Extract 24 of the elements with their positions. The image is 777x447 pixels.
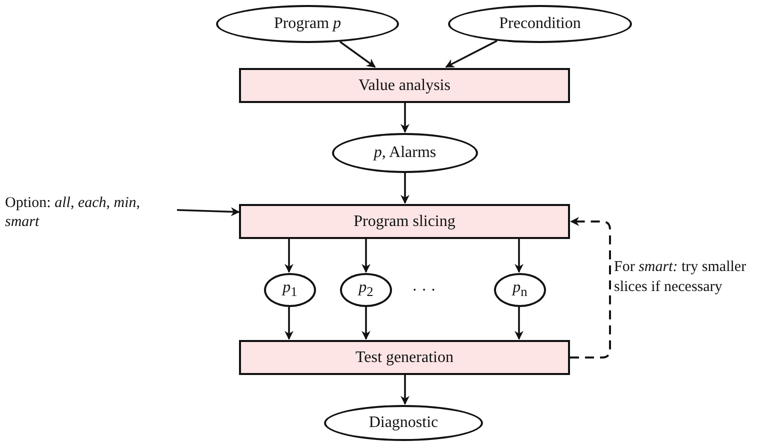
arrow xyxy=(362,307,370,340)
process-box: Value analysis xyxy=(239,68,570,103)
process-box: Program slicing xyxy=(239,204,570,239)
arrow xyxy=(284,306,294,340)
ellipse-node: p$_{n}$ xyxy=(494,273,546,307)
arrow xyxy=(514,306,524,340)
arrow xyxy=(362,239,370,273)
ellipse-node: Precondition xyxy=(448,5,632,43)
ellipse-node: Program p xyxy=(216,5,399,43)
arrow xyxy=(400,375,410,405)
arrow xyxy=(514,239,524,273)
dashed-feedback-arrow xyxy=(570,217,611,358)
option-note: Option: all, each, min, smart xyxy=(5,192,165,234)
arrow xyxy=(176,207,240,216)
ellipse-node: p$_{2}$ xyxy=(340,273,392,307)
arrow xyxy=(445,40,498,68)
arrow xyxy=(339,41,376,68)
process-box: Test generation xyxy=(239,340,570,375)
ellipse-node: Diagnostic xyxy=(324,405,483,441)
ellipse-node: p$_{1}$ xyxy=(264,273,316,307)
arrow xyxy=(284,239,294,273)
arrow xyxy=(400,103,410,133)
arrow xyxy=(400,173,410,204)
ellipse-node: p, Alarms xyxy=(332,133,478,173)
